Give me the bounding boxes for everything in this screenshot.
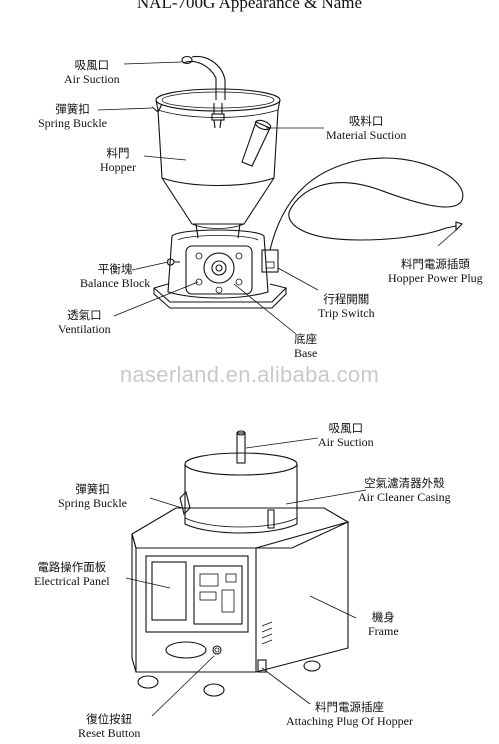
electrical-panel	[151, 561, 187, 621]
frame-front	[135, 548, 257, 673]
power-cord	[269, 157, 464, 251]
label-air-suction-top: 吸風口 Air Suction	[64, 58, 120, 86]
label-balance-block: 平衡塊 Balance Block	[80, 262, 151, 290]
trip-switch	[261, 249, 279, 273]
label-attaching-plug: 料門電源插座 Attaching Plug Of Hopper	[286, 700, 413, 728]
label-base: 底座 Base	[294, 332, 318, 360]
label-hopper: 料門 Hopper	[100, 146, 136, 174]
panel-frame	[145, 555, 249, 633]
material-suction-tube	[241, 121, 271, 167]
label-spring-buckle-bottom: 彈簧扣 Spring Buckle	[58, 482, 127, 510]
label-spring-buckle-top: 彈簧扣 Spring Buckle	[38, 102, 107, 130]
air-cleaner-casing	[184, 452, 298, 476]
frame-top	[131, 507, 350, 549]
label-hopper-power-plug: 料門電源插頭 Hopper Power Plug	[388, 257, 483, 285]
label-air-suction-bottom: 吸風口 Air Suction	[318, 421, 374, 449]
ventilation-window	[185, 245, 253, 295]
reset-button-shape	[212, 645, 222, 655]
hopper-body	[157, 109, 279, 186]
air-suction-stub	[236, 432, 246, 464]
label-material-suction: 吸料口 Material Suction	[326, 114, 407, 142]
watermark-text: naserland.en.alibaba.com	[119, 362, 380, 387]
page-title: NAL-700G Appearance & Name	[136, 0, 363, 12]
label-frame: 機身 Frame	[368, 610, 399, 638]
label-electrical-panel: 電路操作面板 Electrical Panel	[34, 560, 110, 588]
air-suction-pipe	[182, 60, 217, 100]
label-reset-button: 復位按鈕 Reset Button	[78, 712, 141, 740]
label-trip-switch: 行程開關 Trip Switch	[318, 292, 375, 320]
label-air-cleaner-casing: 空氣濾清器外殼 Air Cleaner Casing	[358, 476, 451, 504]
label-ventilation: 透氣口 Ventilation	[58, 308, 111, 336]
main-unit-drawing	[125, 430, 367, 717]
base-block	[167, 229, 269, 299]
hopper-loader-drawing	[97, 55, 464, 335]
